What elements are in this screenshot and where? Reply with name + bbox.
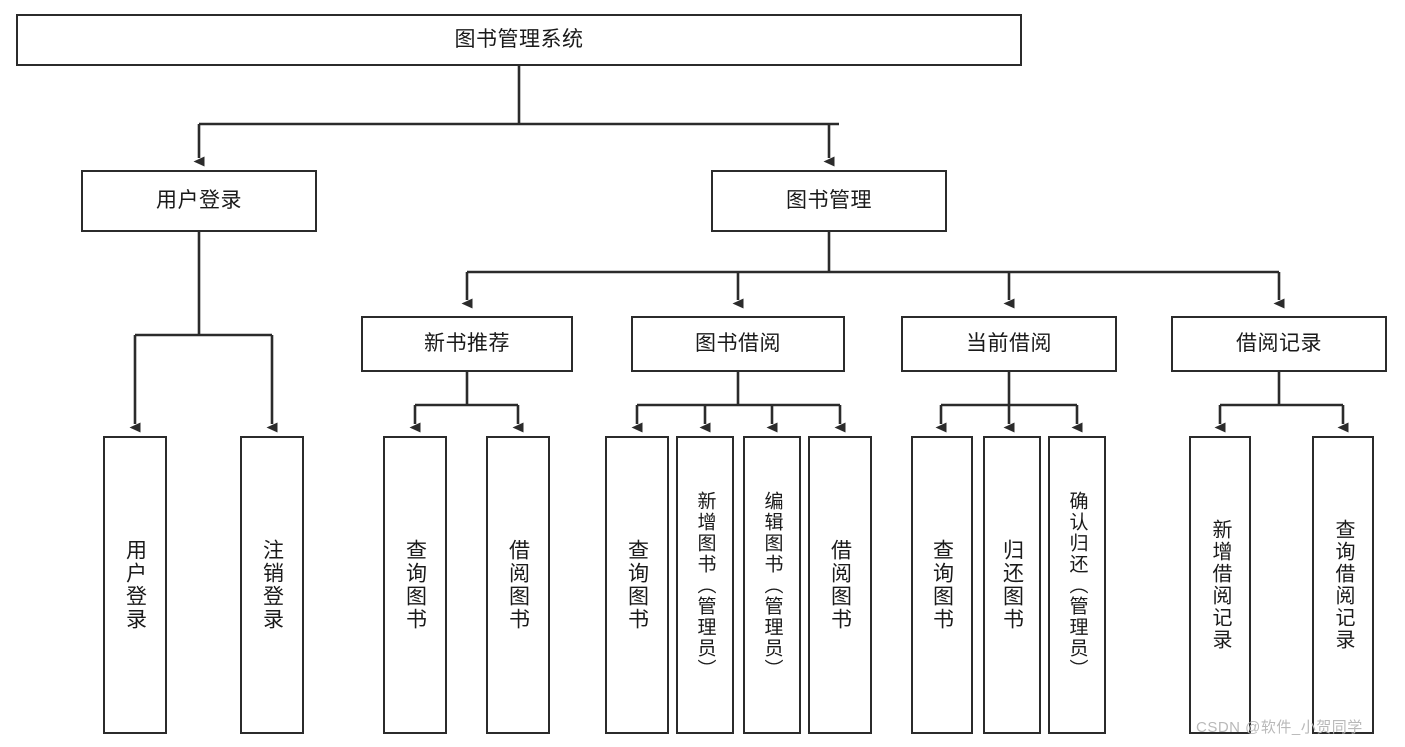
node-label: 编辑图书（管理员） (761, 490, 783, 680)
node-current-borrow[interactable]: 当前借阅 (901, 316, 1117, 372)
node-label: 新增图书（管理员） (694, 490, 716, 680)
node-leaf-query-book-1[interactable]: 查询图书 (383, 436, 447, 734)
node-new-book-recommend[interactable]: 新书推荐 (361, 316, 573, 372)
node-label: 新增借阅记录 (1209, 519, 1231, 651)
node-label: 借阅图书 (506, 539, 530, 631)
node-leaf-borrow-book-2[interactable]: 借阅图书 (808, 436, 872, 734)
node-leaf-confirm-return[interactable]: 确认归还（管理员） (1048, 436, 1106, 734)
node-leaf-user-login[interactable]: 用户登录 (103, 436, 167, 734)
node-leaf-logout-login[interactable]: 注销登录 (240, 436, 304, 734)
node-leaf-query-book-3[interactable]: 查询图书 (911, 436, 973, 734)
node-label: 借阅记录 (1236, 332, 1322, 356)
node-label: 图书管理 (786, 189, 872, 213)
node-label: 当前借阅 (966, 332, 1052, 356)
node-label: 注销登录 (260, 539, 284, 631)
node-label: 用户登录 (156, 189, 242, 213)
node-label: 图书管理系统 (454, 28, 584, 52)
node-label: 确认归还（管理员） (1066, 490, 1088, 680)
node-leaf-borrow-book-1[interactable]: 借阅图书 (486, 436, 550, 734)
node-label: 图书借阅 (695, 332, 781, 356)
node-book-management[interactable]: 图书管理 (711, 170, 947, 232)
node-leaf-query-book-2[interactable]: 查询图书 (605, 436, 669, 734)
node-label: 归还图书 (1000, 539, 1024, 631)
csdn-watermark: CSDN @软件_小贺同学 (1196, 719, 1363, 736)
node-label: 用户登录 (123, 539, 147, 631)
node-root-system[interactable]: 图书管理系统 (16, 14, 1022, 66)
node-leaf-query-record[interactable]: 查询借阅记录 (1312, 436, 1374, 734)
node-leaf-edit-book[interactable]: 编辑图书（管理员） (743, 436, 801, 734)
node-leaf-return-book[interactable]: 归还图书 (983, 436, 1041, 734)
node-label: 查询图书 (403, 539, 427, 631)
node-label: 借阅图书 (828, 539, 852, 631)
node-book-borrow[interactable]: 图书借阅 (631, 316, 845, 372)
node-label: 查询借阅记录 (1332, 519, 1354, 651)
node-user-login[interactable]: 用户登录 (81, 170, 317, 232)
node-borrow-record[interactable]: 借阅记录 (1171, 316, 1387, 372)
node-label: 查询图书 (930, 539, 954, 631)
node-leaf-add-record[interactable]: 新增借阅记录 (1189, 436, 1251, 734)
node-label: 查询图书 (625, 539, 649, 631)
node-label: 新书推荐 (424, 332, 510, 356)
node-leaf-add-book[interactable]: 新增图书（管理员） (676, 436, 734, 734)
